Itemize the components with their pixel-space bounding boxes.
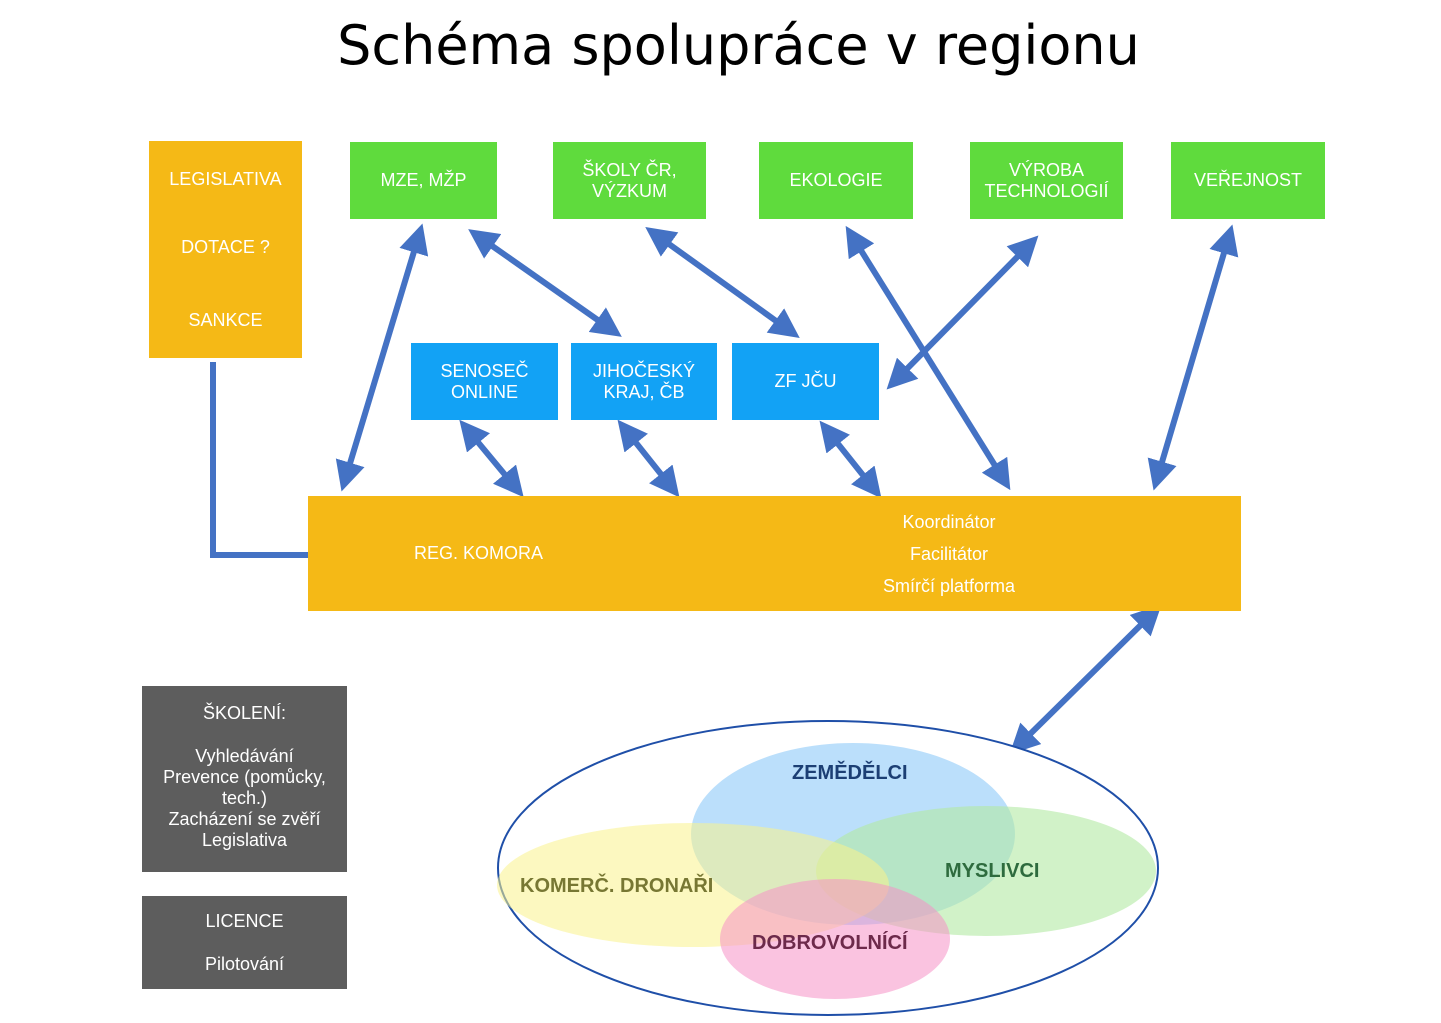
arrow-skoly-zf <box>645 226 800 339</box>
training-box: ŠKOLENÍ: Vyhledávání Prevence (pomůcky, … <box>142 686 347 872</box>
node-zf-jcu-label: ZF JČU <box>774 371 837 391</box>
double-arrows <box>335 223 1239 755</box>
page-title: Schéma spolupráce v regionu <box>337 14 1140 77</box>
hunters-label: MYSLIVCI <box>945 860 1040 882</box>
node-vyroba-line-1: VÝROBA <box>1008 159 1085 180</box>
node-jihocesky-line-2: KRAJ, ČB <box>603 381 685 402</box>
arrow-vyroba-zf <box>886 235 1039 390</box>
training-items: Vyhledávání Prevence (pomůcky, tech.) Za… <box>163 746 326 851</box>
node-mze-mzp-label: MZE, MŽP <box>380 170 467 190</box>
training-heading: ŠKOLENÍ: <box>202 703 287 723</box>
arrow-mze-chamber <box>335 223 429 492</box>
training-item: tech.) <box>221 788 267 808</box>
node-verejnost-label: VEŘEJNOST <box>1193 170 1303 190</box>
training-item: Zacházení se zvěří <box>168 809 321 829</box>
node-mze-mzp: MZE, MŽP <box>350 142 497 219</box>
node-skoly-vyzkum: ŠKOLY ČR, VÝZKUM <box>553 142 706 219</box>
arrow-senosec-chamber <box>459 419 524 498</box>
node-senosec-online: SENOSEČ ONLINE <box>411 343 558 420</box>
node-senosec-line-1: SENOSEČ <box>440 360 529 381</box>
volunteers-label: DOBROVOLNÍCÍ <box>752 932 908 954</box>
node-ekologie-label: EKOLOGIE <box>789 170 883 190</box>
node-ekologie: EKOLOGIE <box>759 142 913 219</box>
role-facilitator: Facilitátor <box>909 544 989 564</box>
arrow-chamber-stakeholders <box>1009 604 1162 755</box>
arrow-mze-jihocesky <box>468 229 622 337</box>
arrow-jihocesky-chamber <box>617 419 680 498</box>
node-jihocesky-kraj: JIHOČESKÝ KRAJ, ČB <box>571 343 717 420</box>
subsidies-label: DOTACE ? <box>181 237 270 257</box>
training-item: Legislativa <box>201 830 288 850</box>
training-item: Prevence (pomůcky, <box>163 767 326 787</box>
node-vyroba-technologii: VÝROBA TECHNOLOGIÍ <box>970 142 1123 219</box>
legal-connector <box>210 362 313 558</box>
role-mediation-platform: Smírčí platforma <box>882 576 1016 596</box>
node-verejnost: VEŘEJNOST <box>1171 142 1325 219</box>
arrow-verejnost-chamber <box>1147 224 1239 491</box>
node-vyroba-line-2: TECHNOLOGIÍ <box>984 180 1109 201</box>
node-senosec-line-2: ONLINE <box>450 381 519 402</box>
chamber-roles: Koordinátor Facilitátor Smírčí platforma <box>849 506 1049 602</box>
license-box: LICENCE Pilotování <box>142 896 347 989</box>
regional-chamber-label: REG. KOMORA <box>414 543 544 563</box>
training-item: Vyhledávání <box>195 746 294 766</box>
regional-chamber-box: REG. KOMORA Koordinátor Facilitátor Smír… <box>308 496 1241 611</box>
role-coordinator: Koordinátor <box>902 512 996 532</box>
drone-operators-label: KOMERČ. DRONAŘI <box>520 875 714 897</box>
legislation-label: LEGISLATIVA <box>169 169 282 189</box>
node-skoly-line-1: ŠKOLY ČR, <box>582 159 677 180</box>
node-skoly-line-2: VÝZKUM <box>591 180 667 201</box>
license-label: LICENCE <box>205 911 284 931</box>
volunteers-circle <box>720 879 950 999</box>
legal-framework-box: LEGISLATIVA DOTACE ? SANKCE <box>149 141 302 358</box>
arrow-zf-chamber <box>819 420 882 499</box>
node-zf-jcu: ZF JČU <box>732 343 879 420</box>
farmers-label: ZEMĚDĚLCI <box>792 762 908 784</box>
node-jihocesky-line-1: JIHOČESKÝ <box>592 360 696 381</box>
piloting-label: Pilotování <box>204 954 285 974</box>
sanctions-label: SANKCE <box>188 310 263 330</box>
